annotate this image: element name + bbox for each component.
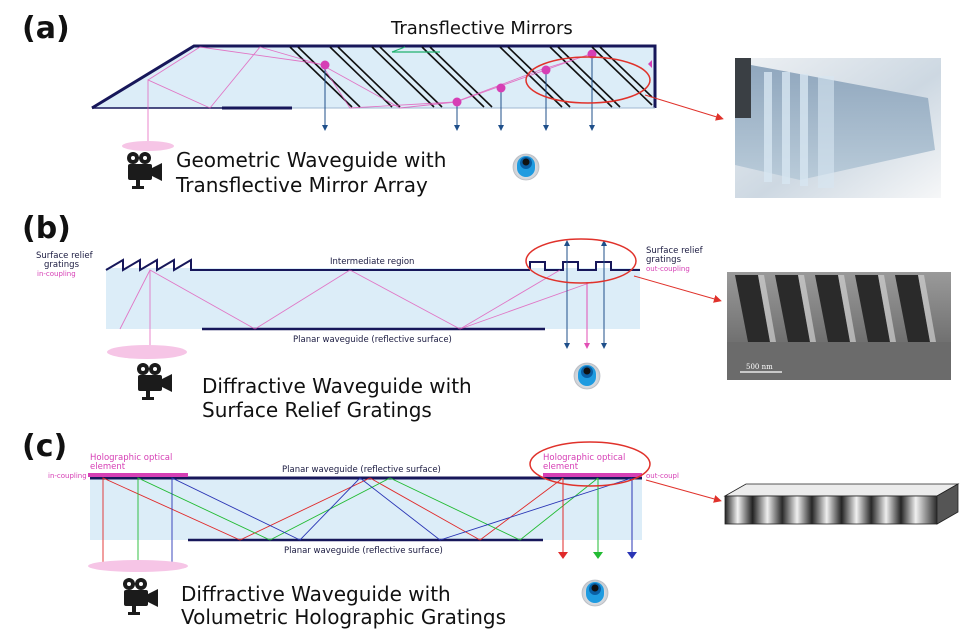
srg-left-label-2: gratings bbox=[44, 260, 80, 270]
in-coupling-label-c: in-coupling bbox=[48, 472, 87, 480]
transflective-mirrors-title: Transflective Mirrors bbox=[390, 18, 573, 39]
srg-waveguide bbox=[105, 258, 640, 331]
hoe-left-label-1: Holographic optical bbox=[90, 453, 172, 463]
geometric-waveguide bbox=[91, 44, 657, 110]
caption-a-line1: Geometric Waveguide with bbox=[176, 148, 446, 172]
eye-icon bbox=[512, 153, 540, 181]
in-coupling-spot-b bbox=[107, 345, 187, 359]
panel-a-label: (a) bbox=[22, 11, 70, 46]
caption-b-line2: Surface Relief Gratings bbox=[202, 398, 432, 422]
out-coupling-label-c: out-coupl bbox=[646, 472, 679, 480]
in-coupling-spot-a bbox=[122, 141, 174, 151]
volume-grating-block bbox=[723, 483, 960, 525]
planar-waveguide-bottom-label: Planar waveguide (reflective surface) bbox=[284, 546, 443, 556]
srg-left-label-1: Surface relief bbox=[36, 251, 94, 261]
caption-c-line1: Diffractive Waveguide with bbox=[181, 582, 451, 606]
hoe-left-label-2: element bbox=[90, 462, 126, 472]
projector-icon bbox=[123, 578, 158, 615]
hoe-right-label-2: element bbox=[543, 462, 579, 472]
projector-icon bbox=[137, 363, 172, 400]
srg-right-label-2: gratings bbox=[646, 255, 682, 265]
transflective-mirror-array bbox=[289, 46, 653, 108]
mirror-highlight-circle bbox=[525, 56, 651, 104]
in-coupling-spot-c bbox=[88, 560, 188, 572]
pointer-arrow-c bbox=[645, 479, 722, 503]
srg-highlight-circle bbox=[525, 238, 637, 284]
pointer-arrow-a bbox=[644, 94, 724, 121]
panel-c-label: (c) bbox=[22, 429, 67, 464]
mirror-waveguide-photo bbox=[735, 58, 941, 198]
output-rays-b bbox=[564, 240, 607, 349]
ray-paths-b bbox=[119, 269, 593, 350]
planar-waveguide-top-label: Planar waveguide (reflective surface) bbox=[282, 465, 441, 475]
eye-icon bbox=[573, 362, 601, 390]
output-rays-c bbox=[558, 478, 637, 559]
vhg-waveguide bbox=[88, 473, 642, 542]
hoe-highlight-circle bbox=[529, 441, 651, 487]
eye-icon bbox=[581, 579, 609, 607]
projector-icon bbox=[127, 152, 162, 189]
sem-grating-photo: 500 nm bbox=[727, 272, 951, 380]
hoe-right-label-1: Holographic optical bbox=[543, 453, 625, 463]
pointer-arrow-b bbox=[633, 275, 722, 303]
green-indicator bbox=[391, 46, 440, 53]
output-rays-a bbox=[322, 54, 595, 131]
srg-right-label-1: Surface relief bbox=[646, 246, 704, 256]
caption-a-line2: Transflective Mirror Array bbox=[175, 173, 428, 197]
scale-bar-label: 500 nm bbox=[746, 363, 773, 371]
planar-waveguide-label-b: Planar waveguide (reflective surface) bbox=[293, 335, 452, 345]
caption-c-line2: Volumetric Holographic Gratings bbox=[181, 605, 506, 629]
ray-arrow-tip bbox=[648, 60, 652, 68]
caption-b-line1: Diffractive Waveguide with bbox=[202, 374, 472, 398]
intermediate-region-label: Intermediate region bbox=[330, 257, 414, 267]
panel-b-label: (b) bbox=[22, 211, 71, 246]
out-coupling-label-b: out-coupling bbox=[646, 265, 690, 273]
mirror-hit-points bbox=[320, 49, 597, 107]
in-coupling-label-b: in-coupling bbox=[37, 270, 76, 278]
ray-paths-c bbox=[102, 477, 633, 565]
